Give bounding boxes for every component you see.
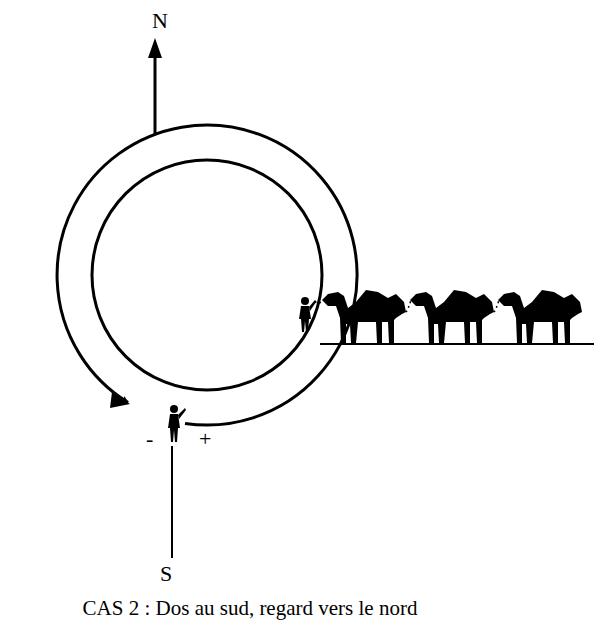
caption: CAS 2 : Dos au sud, regard vers le nord [83,598,418,619]
north-line [154,56,157,134]
camel [410,290,494,343]
north-arrowhead [148,38,162,58]
ground-line [320,343,594,345]
camel [498,290,582,343]
compass-label: S [160,563,172,585]
ring-arrowhead [110,392,130,408]
outer-ring [57,125,357,425]
lead-rope [315,300,499,312]
camel [322,290,406,343]
caravan-leader [299,297,316,332]
south-line [171,446,173,558]
observer-figure [168,405,186,442]
sign-label: - [146,428,153,450]
sign-label: + [199,428,211,450]
compass-label: N [152,10,168,32]
inner-ring [92,160,322,390]
